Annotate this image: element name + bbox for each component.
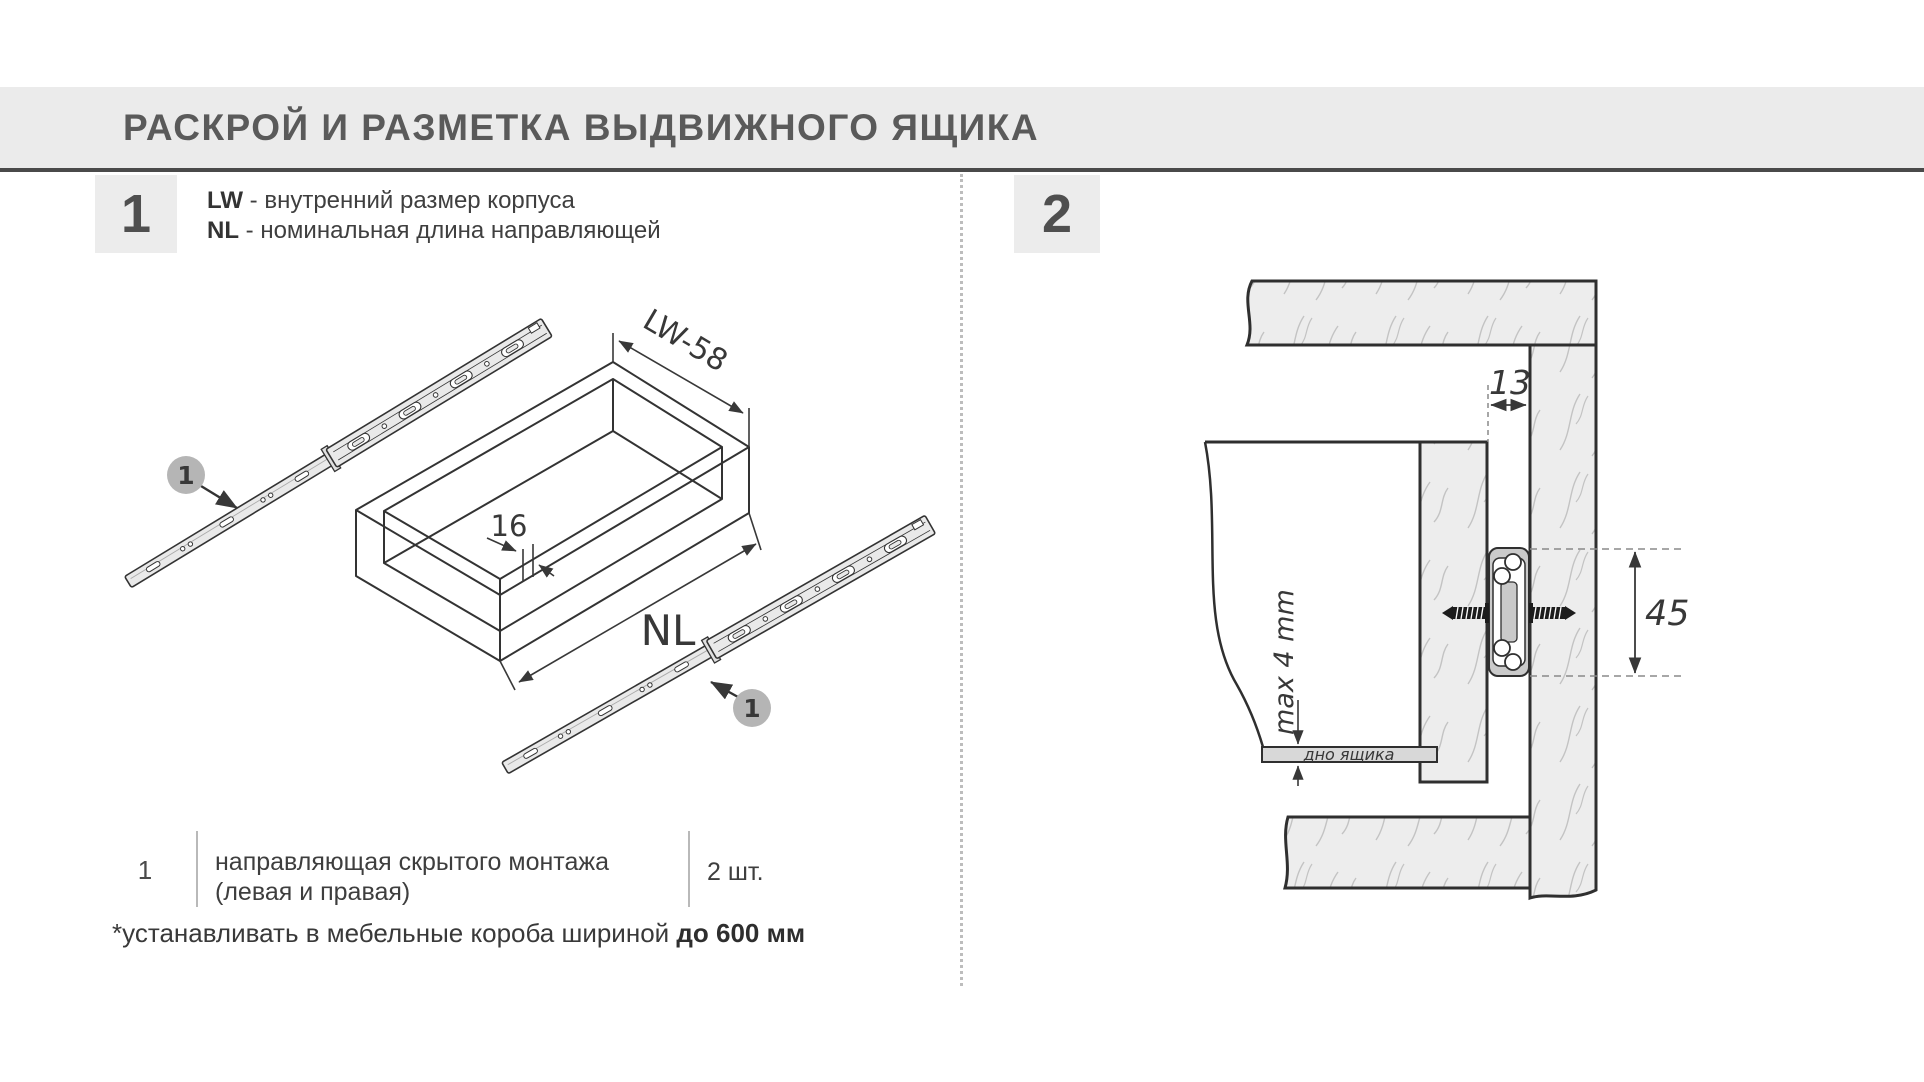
drawer-bottom-bar: дно ящика: [1261, 745, 1438, 764]
table-row-number: 1: [137, 855, 153, 885]
dim-max4mm-label: max 4 mm: [1269, 589, 1300, 735]
mounting-cross-section-diagram: дно ящика: [1203, 279, 1690, 901]
legend-term-nl: NL: [207, 217, 239, 244]
dim-13-label: 13: [1489, 363, 1531, 402]
footnote-bold: до 600 мм: [676, 918, 806, 948]
dim-max4mm: max 4 mm: [1269, 589, 1304, 786]
footnote-regular: *устанавливать в мебельные короба ширино…: [112, 918, 677, 948]
dim-45: 45: [1530, 548, 1690, 677]
page-title: РАСКРОЙ И РАЗМЕТКА ВЫДВИЖНОГО ЯЩИКА: [123, 106, 1040, 148]
dim-45-label: 45: [1645, 594, 1690, 634]
table-part-name: направляющая скрытого монтажа (левая и п…: [215, 847, 609, 907]
dim-nl: NL: [499, 512, 762, 691]
step-2-badge: 2: [1014, 175, 1100, 253]
callout-1-top-number: 1: [177, 461, 194, 490]
screw-icon-right: [1529, 603, 1576, 623]
ball-bearing-icon: [1504, 553, 1522, 571]
cabinet-bottom-panel: [1283, 815, 1532, 890]
drawer-bottom-label: дно ящика: [1303, 745, 1395, 764]
legend: LW - внутренний размер корпуса NL - номи…: [207, 186, 661, 246]
cabinet-side-panel: [1528, 343, 1598, 901]
legend-desc-nl: - номинальная длина направляющей: [239, 217, 661, 244]
callout-1-bottom-number: 1: [743, 694, 760, 723]
table-qty: 2 шт.: [707, 858, 764, 886]
table-divider-1: [196, 831, 198, 907]
title-band: РАСКРОЙ И РАЗМЕТКА ВЫДВИЖНОГО ЯЩИКА: [0, 87, 1924, 172]
legend-line-lw: LW - внутренний размер корпуса: [207, 186, 661, 216]
drawer-body-break-edge: [1203, 441, 1265, 748]
drawer-box: [355, 361, 750, 662]
screw-icon-left: [1442, 603, 1489, 623]
legend-desc-lw: - внутренний размер корпуса: [243, 187, 575, 214]
step-1-number: 1: [120, 184, 152, 244]
part-name-line1: направляющая скрытого монтажа: [215, 848, 609, 876]
dim-lw58-label: LW-58: [637, 303, 734, 380]
callout-1-top: 1: [167, 456, 238, 510]
dim-13: 13: [1487, 363, 1531, 442]
dim-16-label: 16: [491, 509, 528, 543]
legend-term-lw: LW: [207, 187, 243, 214]
slide-mechanism: [1442, 547, 1576, 677]
step-1-badge: 1: [95, 175, 177, 253]
drawer-isometric-diagram: LW-58 16 NL 1 1: [120, 303, 938, 781]
ball-bearing-icon: [1504, 653, 1522, 671]
dim-nl-label: NL: [641, 606, 696, 655]
callout-1-bottom: 1: [710, 680, 771, 727]
legend-line-nl: NL - номинальная длина направляющей: [207, 216, 661, 246]
cabinet-top-panel: [1244, 279, 1598, 347]
ball-bearing-icon: [1493, 567, 1511, 585]
footnote: *устанавливать в мебельные короба ширино…: [112, 918, 805, 949]
ball-bearing-icon: [1493, 639, 1511, 657]
section-divider: [960, 174, 963, 986]
part-name-line2: (левая и правая): [215, 878, 411, 906]
table-divider-2: [688, 831, 690, 907]
step-2-number: 2: [1041, 184, 1073, 244]
